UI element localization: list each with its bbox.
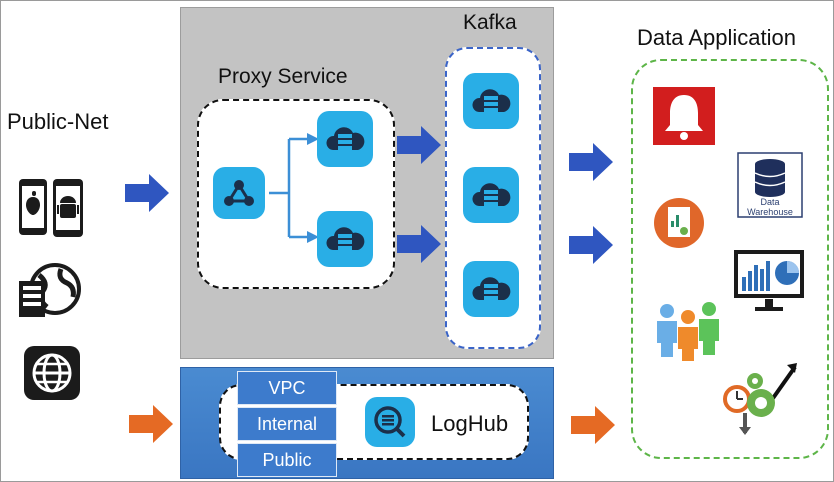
monitor-chart-icon bbox=[733, 249, 805, 313]
alarm-bell-icon bbox=[653, 87, 715, 145]
vpc-label: VPC bbox=[237, 371, 337, 405]
arrow-loghub-to-app bbox=[571, 406, 615, 444]
report-icon bbox=[653, 197, 705, 249]
arrow-kafka-to-app-1 bbox=[569, 143, 613, 181]
proxy-service-label: Proxy Service bbox=[218, 65, 348, 88]
data-warehouse-label-line2: Warehouse bbox=[747, 207, 793, 217]
arrow-public-to-proxy bbox=[125, 174, 169, 212]
arrow-public-to-loghub bbox=[129, 405, 173, 443]
data-application-label: Data Application bbox=[637, 25, 796, 50]
cloud-server-icon bbox=[317, 211, 373, 267]
public-net-label: Public-Net bbox=[7, 109, 109, 134]
loghub-label: LogHub bbox=[431, 411, 509, 436]
cloud-server-icon bbox=[463, 261, 519, 317]
cloud-server-icon bbox=[317, 111, 373, 167]
internal-label: Internal bbox=[237, 407, 337, 441]
network-node-icon bbox=[213, 167, 265, 219]
arrow-proxy-to-kafka-1 bbox=[397, 126, 441, 164]
proxy-connector-lines bbox=[269, 131, 321, 243]
arrow-kafka-to-app-2 bbox=[569, 226, 613, 264]
gears-performance-icon bbox=[721, 361, 799, 437]
cloud-server-icon bbox=[463, 167, 519, 223]
mobile-devices-icon bbox=[17, 177, 85, 239]
users-group-icon bbox=[653, 299, 723, 361]
public-label: Public bbox=[237, 443, 337, 477]
arrow-proxy-to-kafka-2 bbox=[397, 225, 441, 263]
globe-icon bbox=[23, 345, 81, 401]
cloud-server-icon bbox=[463, 73, 519, 129]
server-globe-icon bbox=[17, 261, 81, 319]
data-warehouse-icon: Data Warehouse bbox=[737, 152, 803, 218]
loghub-icon bbox=[365, 397, 415, 447]
kafka-label: Kafka bbox=[463, 11, 517, 34]
data-warehouse-label-line1: Data bbox=[760, 197, 779, 207]
